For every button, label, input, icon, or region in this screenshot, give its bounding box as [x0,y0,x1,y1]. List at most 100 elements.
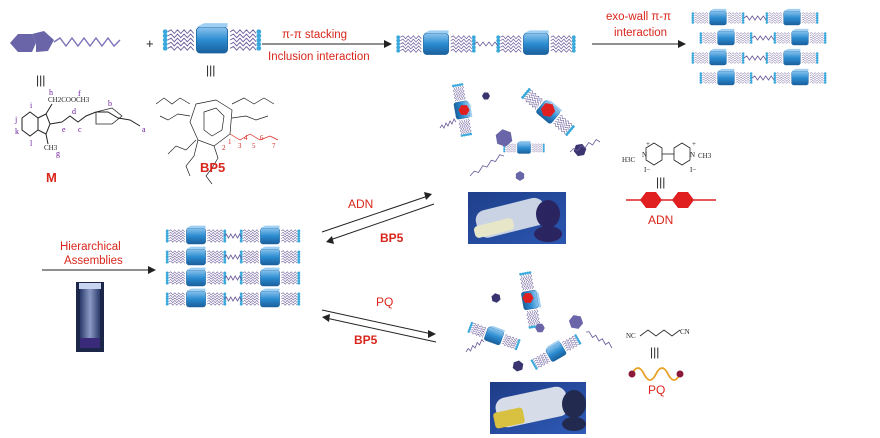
gel-vial-photo [76,282,104,352]
pillar-glyph [467,321,521,351]
bp5-numbers: 1 2 3 4 5 6 7 [222,134,276,152]
pillar-glyph [530,334,582,370]
svg-text:Assemblies: Assemblies [64,255,123,267]
bp5-equiv-symbol: ||| [206,63,215,77]
pillar-glyph [162,23,262,54]
svg-text:5: 5 [252,142,256,150]
pillar-glyph [239,288,301,308]
pillar-glyph [503,140,545,154]
pillar-glyph [165,246,227,266]
svg-text:BP5: BP5 [354,333,378,347]
arrow-hierarchical: Hierarchical Assemblies [42,241,156,274]
svg-text:I−: I− [690,166,696,174]
linker-chain [585,331,613,349]
m-label: M [46,170,57,185]
svg-text:d: d [72,107,76,116]
svg-text:I−: I− [644,166,650,174]
svg-text:interaction: interaction [614,27,667,39]
pillar-glyph [239,267,301,287]
svg-text:|||: ||| [656,175,665,189]
pillar-glyph [765,8,819,26]
linker-chain [439,118,457,129]
svg-text:PQ: PQ [376,295,393,309]
pillar-glyph [765,48,819,66]
svg-text:ADN: ADN [348,197,373,211]
guest-fragment [495,129,513,147]
linker-chain [223,233,243,239]
bp5-host-icon [162,23,262,54]
guest-fragment [573,143,587,157]
guest-fragment [515,171,525,181]
svg-text:exo-wall π-π: exo-wall π-π [606,11,671,23]
svg-text:H3C: H3C [622,156,636,164]
hierarchical-assembly [165,225,301,308]
svg-text:+: + [646,140,650,148]
linker-chain [473,41,499,47]
m-equiv-symbol: ||| [36,73,45,87]
adn-vial-photo [468,192,566,244]
svg-text:f: f [78,89,81,98]
pillar-glyph [699,28,753,46]
bp5-label: BP5 [200,160,225,175]
linker-chain [751,35,775,41]
guest-fragment [568,315,584,329]
plus-sign: + [146,36,154,51]
pillar-glyph [239,225,301,245]
svg-text:g: g [56,149,60,158]
guest-fragment [491,293,501,303]
svg-text:2: 2 [222,144,226,152]
svg-text:π-π stacking: π-π stacking [282,29,347,41]
svg-text:Hierarchical: Hierarchical [60,241,121,253]
svg-text:ADN: ADN [648,213,673,227]
linker-chain [743,55,767,61]
svg-text:l: l [30,139,33,148]
equilibrium-adn: ADN BP5 [321,192,435,245]
linker-chain [569,138,601,153]
svg-text:NC: NC [626,332,636,340]
svg-text:c: c [78,125,82,134]
pq-vial-photo [490,382,586,434]
svg-text:CH3: CH3 [44,144,58,152]
pillar-glyph [239,246,301,266]
pillar-glyph [165,267,227,287]
inclusion-complex-pair [396,30,576,55]
linker-chain [743,15,767,21]
svg-text:k: k [15,127,19,136]
guest-m-icon [10,31,121,52]
linker-chain [223,275,243,281]
linker-chain [223,254,243,260]
equilibrium-pq: PQ BP5 [321,295,437,347]
adn-dispersed-state [439,83,601,181]
guest-fragment [458,105,470,115]
svg-text:|||: ||| [650,345,659,359]
svg-text:N: N [642,151,647,159]
svg-text:7: 7 [272,142,276,150]
svg-text:4: 4 [244,134,248,142]
adn-structure: H3C N N + + CH3 I− I− ||| ADN [622,140,716,227]
pillar-glyph [773,28,827,46]
svg-text:CN: CN [680,328,690,336]
m-structure: CH2COOCH3 CH3 h f i j k l g e d c b a [14,88,146,158]
svg-text:PQ: PQ [648,383,665,397]
pillar-glyph [165,288,227,308]
svg-text:6: 6 [260,134,264,142]
svg-text:3: 3 [238,142,242,150]
bp5-structure [155,97,279,185]
pillar-glyph [699,68,753,86]
pillar-glyph [773,68,827,86]
svg-text:N: N [690,151,695,159]
pillar-glyph [165,225,227,245]
pillar-glyph [396,30,476,55]
linker-chain [469,154,505,177]
svg-text:+: + [692,140,696,148]
guest-fragment [535,323,545,333]
linker-chain [751,75,775,81]
pq-structure: NC CN ||| PQ [626,328,690,397]
svg-text:e: e [62,125,66,134]
svg-text:1: 1 [228,138,232,146]
exo-wall-assembly [691,8,827,86]
pillar-glyph [496,30,576,55]
svg-text:CH2COOCH3: CH2COOCH3 [48,96,90,104]
svg-text:CH3: CH3 [698,152,712,160]
